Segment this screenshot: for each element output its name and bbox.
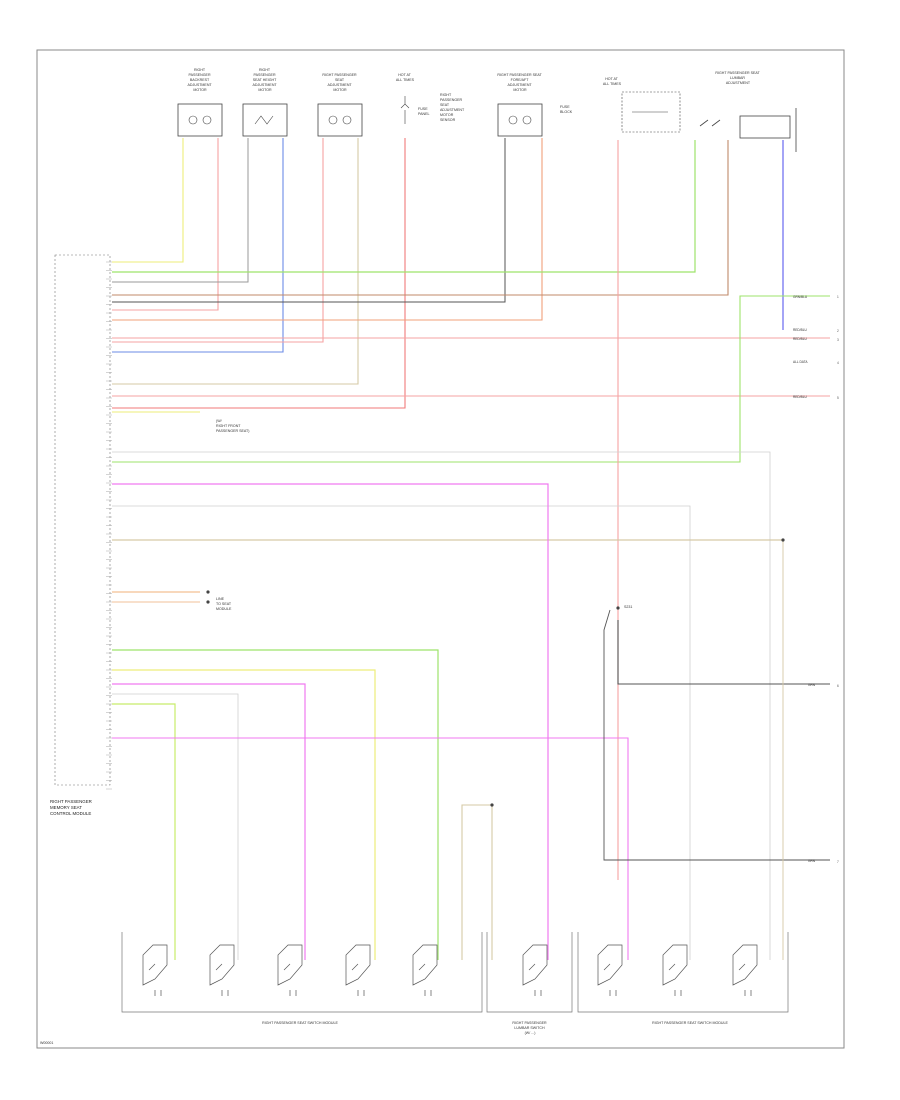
switch-symbols (142, 944, 758, 996)
switch-symbol (732, 944, 758, 996)
wire-magenta-3 (112, 737, 629, 960)
svg-text:RIGHT PASSENGER SEAT F: RIGHT PASSENGER SEAT FORE/AFT ADJUSTMENT… (497, 73, 542, 92)
svg-text:RIGHT PASSENGER: RIGHT PASSENGER SEAT ADJUSTMENT MOTOR SE… (440, 93, 465, 122)
module-label: RIGHT PASSENGER MEMORY SEAT CONTROL MODU… (50, 799, 93, 816)
svg-text:RIGHT PASSENGER SEAT L: RIGHT PASSENGER SEAT LUMBAR ADJUSTMENT (715, 71, 760, 85)
wire-yellow-2 (112, 669, 376, 960)
right-tag: GRN (808, 683, 816, 687)
switch-symbol (412, 944, 438, 996)
wire-green-2 (112, 295, 830, 463)
side-note-sensor: RIGHT PASSENGER SEAT ADJUSTMENT MOTOR SE… (440, 93, 465, 122)
right-tag: GRN/BLU (793, 295, 808, 299)
splice-dot (781, 538, 785, 542)
component-fore-aft-motor: RIGHT PASSENGER SEAT FORE/AFT ADJUSTMENT… (497, 73, 573, 137)
svg-text:RIGHT PASSENGER: RIGHT PASSENGER BACKREST ADJUSTMENT MOTO… (187, 68, 212, 92)
wire-dark-1 (112, 138, 506, 303)
wire-green-1 (112, 140, 696, 273)
svg-text:RIGHT PASSENGER: RIGHT PASSENGER SEAT HEIGHT ADJUSTMENT M… (252, 68, 277, 92)
top-components: RIGHT PASSENGER BACKREST ADJUSTMENT MOTO… (177, 68, 797, 152)
splice-dot (490, 803, 494, 807)
component-backrest-motor: RIGHT PASSENGER BACKREST ADJUSTMENT MOTO… (177, 68, 223, 137)
wire-red-1 (112, 138, 406, 409)
right-tag: RED/BLU (793, 328, 808, 332)
wires (112, 138, 830, 960)
component-lumbar-adjustment: RIGHT PASSENGER SEAT LUMBAR ADJUSTMENT (699, 71, 797, 152)
switch-symbol (209, 944, 235, 996)
switch-symbol (345, 944, 371, 996)
module-pin-labels (106, 261, 112, 790)
component-hot-at-all-times-2: HOT AT ALL TIMES (603, 77, 681, 133)
wire-pink-1 (112, 138, 219, 311)
right-pin: 4 (837, 361, 839, 365)
switch-group-bracket (577, 932, 789, 1013)
splices: S231 (206, 538, 785, 807)
wire-gray-3 (112, 505, 691, 960)
wire-dark-3 (603, 609, 830, 861)
switch-symbol (277, 944, 303, 996)
fuse-block-note: FUSE BLOCK (560, 105, 573, 114)
component-height-motor: RIGHT PASSENGER SEAT HEIGHT ADJUSTMENT M… (242, 68, 288, 137)
switch-group-bracket (121, 932, 483, 1013)
wire-salmon-1 (112, 138, 543, 321)
right-tag: GRN (808, 859, 816, 863)
splice-label: S231 (624, 605, 632, 609)
wire-green-3 (112, 649, 439, 960)
footer-code: W00001 (40, 1041, 53, 1045)
switch-group-label: RIGHT PASSENGER SEAT SWITCH MODULE (652, 1021, 728, 1025)
switch-symbol (142, 944, 168, 996)
module-note: (W/ RIGHT FRONT PASSENGER SEAT) (216, 419, 249, 433)
svg-text:HOT AT ALL TIMES: HOT AT ALL TIMES (396, 73, 415, 82)
wire-yellow-1 (112, 138, 184, 263)
switch-symbol (522, 944, 548, 996)
component-seat-motor: RIGHT PASSENGER SEAT ADJUSTMENT MOTOR (317, 73, 363, 137)
component-hot-at-all-times-1: HOT AT ALL TIMES FUSE PANEL (396, 73, 430, 124)
wire-magenta-2 (112, 683, 306, 960)
wire-tan-3 (461, 804, 493, 960)
wire-gray-2 (112, 451, 771, 960)
wire-brown-1 (112, 140, 729, 296)
right-tag: ALL DATA (793, 360, 808, 364)
diagram-frame (36, 49, 845, 1049)
bottom-switch-groups: RIGHT PASSENGER SEAT SWITCH MODULE RIGHT… (121, 932, 789, 1035)
svg-text:RIGHT PASSENGER SEAT: RIGHT PASSENGER SEAT ADJUSTMENT MOTOR (322, 73, 357, 92)
wire-magenta-1 (112, 483, 549, 960)
right-pin: 2 (837, 329, 839, 333)
right-pin: 7 (837, 860, 839, 864)
wire-tan-1 (112, 138, 359, 385)
svg-text:HOT AT ALL TIMES: HOT AT ALL TIMES (603, 77, 622, 86)
ground-note: LINE TO SEAT MODULE (216, 597, 232, 611)
splice-dot (206, 590, 210, 594)
fuse-panel-note: FUSE PANEL (418, 107, 430, 116)
wire-gray-4 (112, 693, 239, 960)
right-pin: 5 (837, 396, 839, 400)
splice-dot (206, 600, 210, 604)
right-pin: 1 (837, 295, 839, 299)
right-pin: 3 (837, 338, 839, 342)
splice-dot (616, 606, 620, 610)
switch-symbol (597, 944, 623, 996)
right-tag: RED/BLU (793, 337, 808, 341)
wire-pink-2 (112, 138, 324, 343)
wire-gray-1 (112, 138, 249, 283)
switch-group-label: RIGHT PASSENGER SEAT SWITCH MODULE (262, 1021, 338, 1025)
lumbar-switch-label: RIGHT PASSENGER LUMBAR SWITCH (W/ ...) (512, 1021, 547, 1035)
seat-control-module: RIGHT PASSENGER MEMORY SEAT CONTROL MODU… (50, 254, 249, 816)
switch-group-bracket (486, 932, 573, 1013)
switch-symbol (662, 944, 688, 996)
right-pin: 6 (837, 684, 839, 688)
wire-lgreen-1 (112, 703, 176, 960)
wire-dark-2 (617, 620, 830, 685)
right-connector-tags: GRN/BLU RED/BLU RED/BLU ALL DATA RED/BLU… (793, 295, 839, 864)
wire-blue-1 (112, 138, 284, 353)
right-tag: RED/BLU (793, 395, 808, 399)
